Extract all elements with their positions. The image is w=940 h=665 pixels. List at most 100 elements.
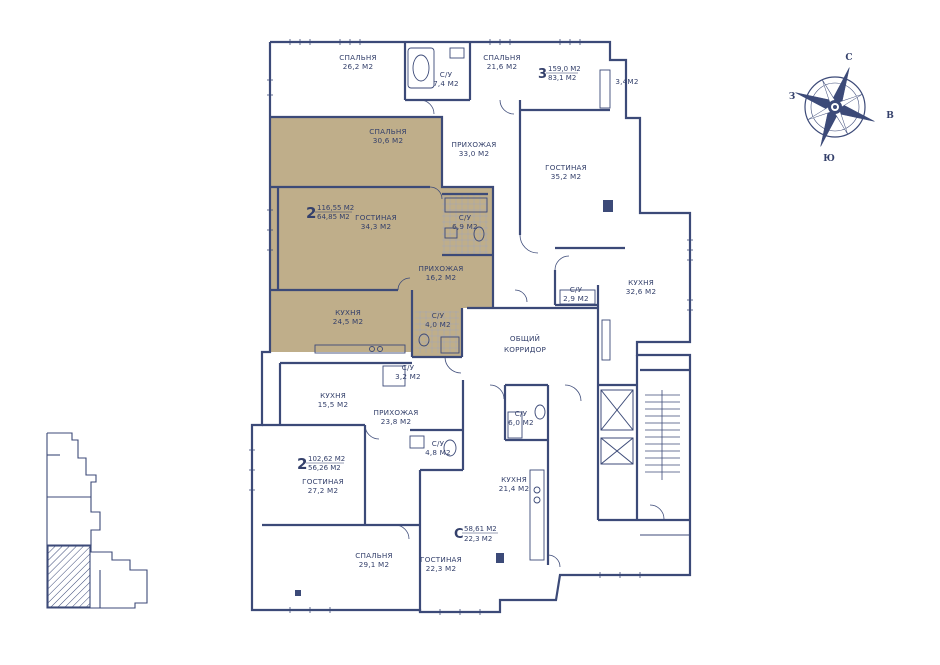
svg-text:30,6 М2: 30,6 М2	[373, 136, 403, 145]
compass-south: Ю	[823, 154, 835, 164]
svg-text:22,3 М2: 22,3 М2	[464, 535, 492, 543]
svg-text:С/У: С/У	[440, 70, 453, 79]
compass-west: З	[789, 92, 796, 102]
svg-text:29,1 М2: 29,1 М2	[359, 560, 389, 569]
svg-text:102,62 М2: 102,62 М2	[308, 455, 345, 463]
room-label: С/У6,9 М2	[452, 213, 478, 231]
svg-text:4,0 М2: 4,0 М2	[425, 320, 451, 329]
compass-north: С	[845, 53, 852, 63]
unit-2-lower-badge[interactable]: 2 102,62 М2 56,26 М2	[297, 455, 345, 473]
svg-text:С/У: С/У	[432, 439, 445, 448]
svg-text:35,2 М2: 35,2 М2	[551, 172, 581, 181]
svg-text:83,1 М2: 83,1 М2	[548, 74, 576, 82]
room-label: ОБЩИЙ КОРРИДОР	[504, 334, 546, 354]
svg-text:ОБЩИЙ: ОБЩИЙ	[510, 334, 540, 343]
svg-text:4,8 М2: 4,8 М2	[425, 448, 451, 457]
svg-text:27,2 М2: 27,2 М2	[308, 486, 338, 495]
svg-text:32,6 М2: 32,6 М2	[626, 287, 656, 296]
svg-text:21,6 М2: 21,6 М2	[487, 62, 517, 71]
unit-3-badge[interactable]: 3 159,0 М2 83,1 М2	[538, 65, 581, 82]
svg-text:ГОСТИНАЯ: ГОСТИНАЯ	[355, 213, 397, 222]
svg-text:21,4 М2: 21,4 М2	[499, 484, 529, 493]
bathroom-tile-pattern	[442, 194, 488, 254]
svg-text:33,0 М2: 33,0 М2	[459, 149, 489, 158]
svg-text:С/У: С/У	[402, 363, 415, 372]
columns	[295, 200, 613, 596]
svg-text:24,5 М2: 24,5 М2	[333, 317, 363, 326]
svg-text:159,0 М2: 159,0 М2	[548, 65, 581, 73]
svg-text:2: 2	[297, 455, 307, 473]
svg-text:7,4 М2: 7,4 М2	[433, 79, 459, 88]
svg-text:6,9 М2: 6,9 М2	[452, 222, 478, 231]
svg-text:64,85 М2: 64,85 М2	[317, 213, 350, 221]
svg-text:116,55 М2: 116,55 М2	[317, 204, 354, 212]
svg-text:34,3 М2: 34,3 М2	[361, 222, 391, 231]
svg-text:56,26 М2: 56,26 М2	[308, 464, 341, 472]
window-ticks	[249, 39, 693, 615]
svg-text:КОРРИДОР: КОРРИДОР	[504, 345, 546, 354]
svg-text:С/У: С/У	[515, 409, 528, 418]
compass-east: В	[886, 111, 894, 121]
svg-text:С/У: С/У	[432, 311, 445, 320]
elevator-core	[600, 389, 690, 536]
svg-text:22,3 М2: 22,3 М2	[426, 564, 456, 573]
svg-text:ГОСТИНАЯ: ГОСТИНАЯ	[302, 477, 344, 486]
svg-text:3: 3	[538, 67, 547, 82]
svg-text:КУХНЯ: КУХНЯ	[320, 391, 346, 400]
room-label: С/У6,0 М2	[508, 409, 534, 427]
svg-text:С/У: С/У	[570, 285, 583, 294]
unit-2-highlighted-badge[interactable]: 2 116,55 М2 64,85 М2	[306, 204, 354, 222]
svg-text:КУХНЯ: КУХНЯ	[335, 308, 361, 317]
door-swings	[364, 99, 665, 568]
svg-text:6,0 М2: 6,0 М2	[508, 418, 534, 427]
room-label: С/У2,9 М2	[563, 285, 589, 303]
svg-text:58,61 М2: 58,61 М2	[464, 525, 497, 533]
room-label: С/У7,4 М2	[433, 70, 459, 88]
svg-text:ПРИХОЖАЯ: ПРИХОЖАЯ	[374, 408, 419, 417]
svg-text:26,2 М2: 26,2 М2	[343, 62, 373, 71]
fixtures	[314, 47, 611, 561]
svg-text:С: С	[454, 527, 464, 542]
svg-text:3,4М2: 3,4М2	[615, 77, 638, 86]
svg-text:СПАЛЬНЯ: СПАЛЬНЯ	[369, 127, 406, 136]
room-label: С/У4,8 М2	[425, 439, 451, 457]
svg-text:2: 2	[306, 204, 316, 222]
svg-text:ГОСТИНАЯ: ГОСТИНАЯ	[545, 163, 587, 172]
svg-text:2,9 М2: 2,9 М2	[563, 294, 589, 303]
building-key-plan	[46, 432, 148, 609]
compass-rose: С Ю В З	[789, 53, 894, 164]
svg-text:КУХНЯ: КУХНЯ	[501, 475, 527, 484]
room-label: С/У4,0 М2	[425, 311, 451, 329]
svg-text:С/У: С/У	[459, 213, 472, 222]
svg-text:23,8 М2: 23,8 М2	[381, 417, 411, 426]
svg-text:СПАЛЬНЯ: СПАЛЬНЯ	[339, 53, 376, 62]
svg-text:15,5 М2: 15,5 М2	[318, 400, 348, 409]
svg-text:ГОСТИНАЯ: ГОСТИНАЯ	[420, 555, 462, 564]
svg-text:3,2 М2: 3,2 М2	[395, 372, 421, 381]
svg-text:СПАЛЬНЯ: СПАЛЬНЯ	[355, 551, 392, 560]
svg-text:ПРИХОЖАЯ: ПРИХОЖАЯ	[419, 264, 464, 273]
svg-text:КУХНЯ: КУХНЯ	[628, 278, 654, 287]
svg-text:ПРИХОЖАЯ: ПРИХОЖАЯ	[452, 140, 497, 149]
room-label: С/У3,2 М2	[395, 363, 421, 381]
svg-text:СПАЛЬНЯ: СПАЛЬНЯ	[483, 53, 520, 62]
room-label: 3,4М2	[615, 77, 638, 86]
unit-c-badge[interactable]: С 58,61 М2 22,3 М2	[454, 525, 498, 543]
